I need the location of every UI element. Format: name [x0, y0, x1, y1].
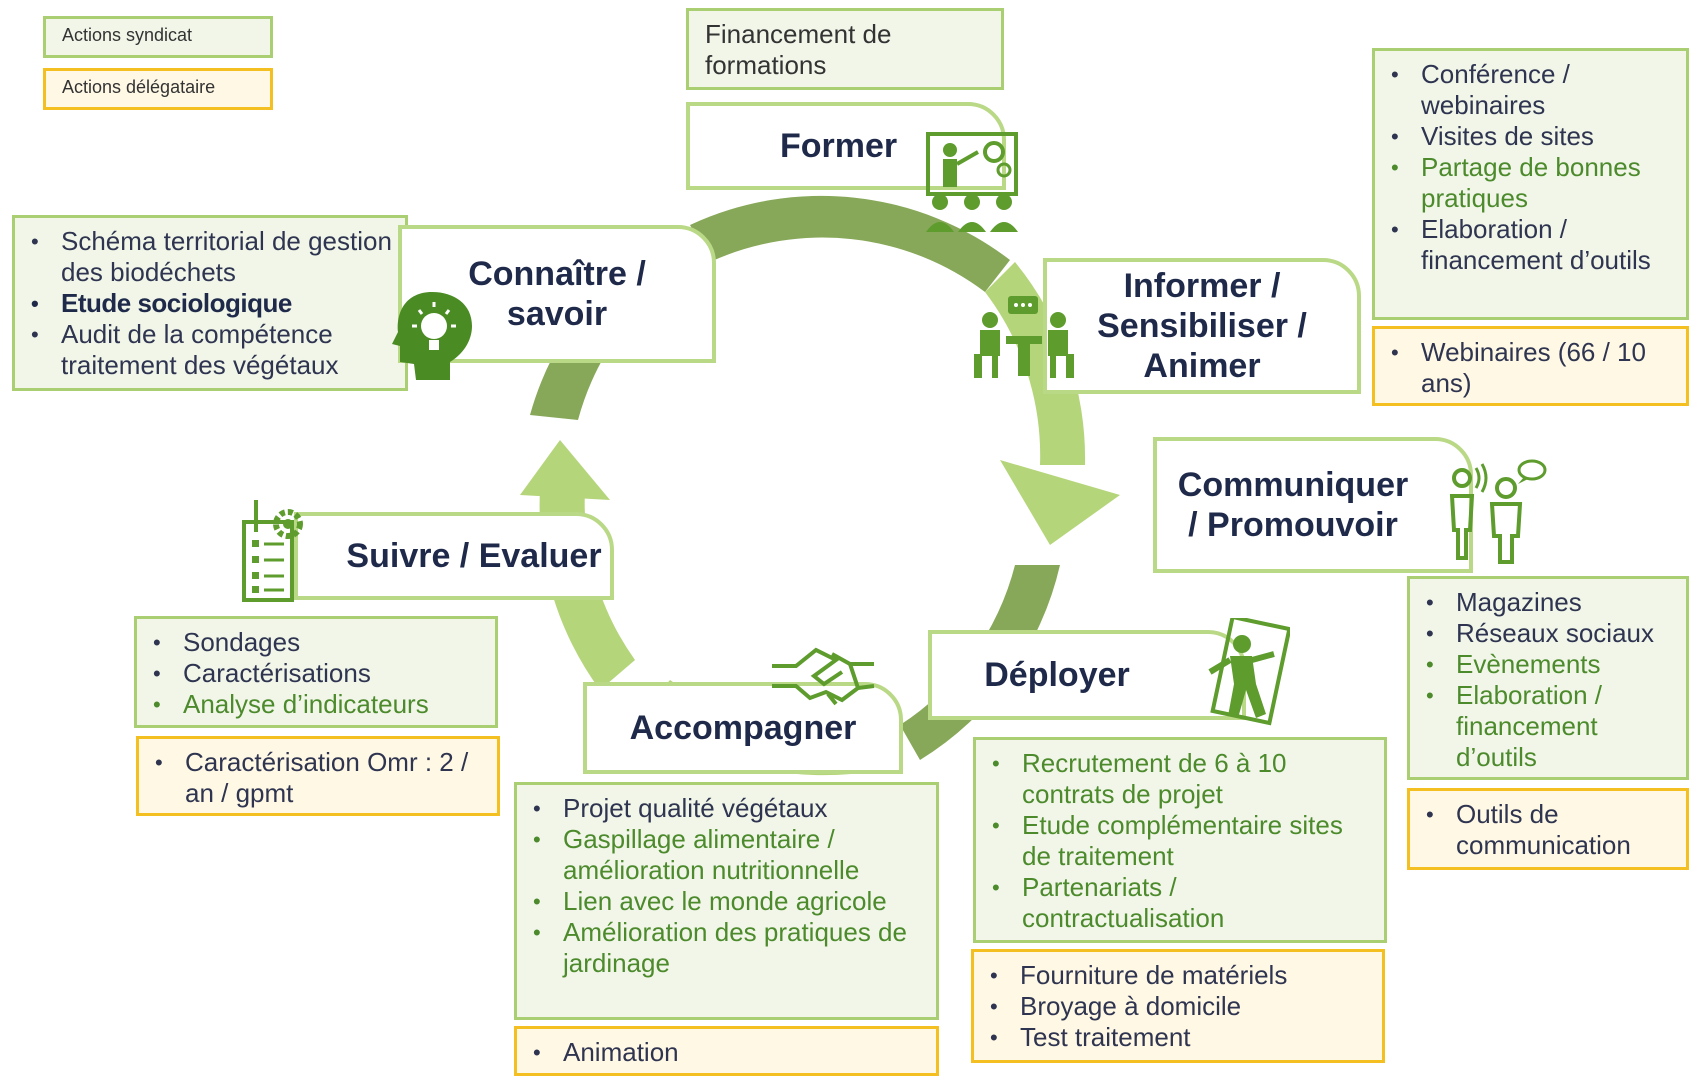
suivre-label-text: Suivre / Evaluer: [346, 536, 602, 575]
communiquer-delegataire-box: Outils de communication: [1407, 788, 1689, 870]
speaking-people-icon: [1449, 459, 1547, 564]
connaitre-label-text: Connaître / savoir: [468, 254, 646, 333]
list-item: Partenariats / contractualisation: [992, 872, 1372, 934]
list-item: Gaspillage alimentaire / amélioration nu…: [533, 824, 924, 886]
list-item: Caractérisation Omr : 2 / an / gpmt: [155, 747, 485, 809]
list-item: Etude complémentaire sites de traitement: [992, 810, 1372, 872]
list-item: Fourniture de matériels: [990, 960, 1370, 991]
deployer-label: Déployer: [928, 630, 1246, 720]
accompagner-label-text: Accompagner: [629, 708, 857, 747]
list-item: Evènements: [1426, 649, 1674, 680]
communiquer-label: Communiquer / Promouvoir: [1153, 437, 1473, 573]
list-item: Outils de communication: [1426, 799, 1674, 861]
deployer-delegataire-box: Fourniture de matériels Broyage à domici…: [971, 949, 1385, 1063]
list-item: Amélioration des pratiques de jardinage: [533, 917, 924, 979]
connaitre-syndicat-box: Schéma territorial de gestion des biodéc…: [12, 215, 408, 391]
list-item: Elaboration / financement d’outils: [1391, 214, 1674, 276]
informer-delegataire-box: Webinaires (66 / 10 ans): [1372, 326, 1689, 406]
list-item: Sondages: [153, 627, 483, 658]
deployer-syndicat-box: Recrutement de 6 à 10 contrats de projet…: [973, 737, 1387, 943]
list-item: Lien avec le monde agricole: [533, 886, 924, 917]
list-item: Webinaires (66 / 10 ans): [1391, 337, 1674, 399]
list-item: Magazines: [1426, 587, 1674, 618]
former-note-text: Financement de formations: [705, 19, 892, 80]
accompagner-syndicat-box: Projet qualité végétaux Gaspillage alime…: [514, 782, 939, 1020]
suivre-label: Suivre / Evaluer: [294, 512, 614, 600]
training-presentation-icon: [926, 132, 1018, 232]
arrow-head-left: [520, 440, 610, 500]
former-label-text: Former: [780, 126, 898, 165]
list-item: Partage de bonnes pratiques: [1391, 152, 1674, 214]
arrow-segment-top: [690, 195, 1010, 292]
list-item: Schéma territorial de gestion des biodéc…: [31, 226, 393, 288]
arrow-head-right: [1000, 460, 1120, 545]
communiquer-syndicat-box: Magazines Réseaux sociaux Evènements Ela…: [1407, 576, 1689, 780]
list-item: Conférence / webinaires: [1391, 59, 1674, 121]
informer-syndicat-box: Conférence / webinaires Visites de sites…: [1372, 48, 1689, 320]
list-item: Broyage à domicile: [990, 991, 1370, 1022]
former-note: Financement de formations: [686, 8, 1004, 90]
meeting-discussion-icon: [974, 296, 1074, 378]
person-installing-panel-icon: [1208, 618, 1290, 726]
list-item: Réseaux sociaux: [1426, 618, 1674, 649]
list-item: Animation: [533, 1037, 924, 1068]
deployer-label-text: Déployer: [984, 655, 1130, 694]
list-item: Test traitement: [990, 1022, 1370, 1053]
informer-label-text: Informer / Sensibiliser / Animer: [1097, 266, 1307, 386]
communiquer-label-text: Communiquer / Promouvoir: [1177, 465, 1409, 544]
list-item: Recrutement de 6 à 10 contrats de projet: [992, 748, 1372, 810]
suivre-syndicat-box: Sondages Caractérisations Analyse d’indi…: [134, 616, 498, 728]
informer-label: Informer / Sensibiliser / Animer: [1043, 258, 1361, 394]
list-item: Etude sociologique: [31, 288, 393, 319]
legend-delegataire: Actions délégataire: [43, 68, 273, 110]
accompagner-label: Accompagner: [583, 682, 903, 774]
list-item: Visites de sites: [1391, 121, 1674, 152]
legend-syndicat: Actions syndicat: [43, 16, 273, 58]
checklist-gear-icon: [242, 500, 303, 602]
handshake-icon: [772, 647, 875, 706]
list-item: Analyse d’indicateurs: [153, 689, 483, 720]
suivre-delegataire-box: Caractérisation Omr : 2 / an / gpmt: [136, 736, 500, 816]
accompagner-delegataire-box: Animation: [514, 1026, 939, 1076]
list-item: Elaboration / financement d’outils: [1426, 680, 1674, 773]
list-item: Projet qualité végétaux: [533, 793, 924, 824]
head-lightbulb-icon: [392, 292, 472, 380]
list-item: Caractérisations: [153, 658, 483, 689]
list-item: Audit de la compétence traitement des vé…: [31, 319, 393, 381]
